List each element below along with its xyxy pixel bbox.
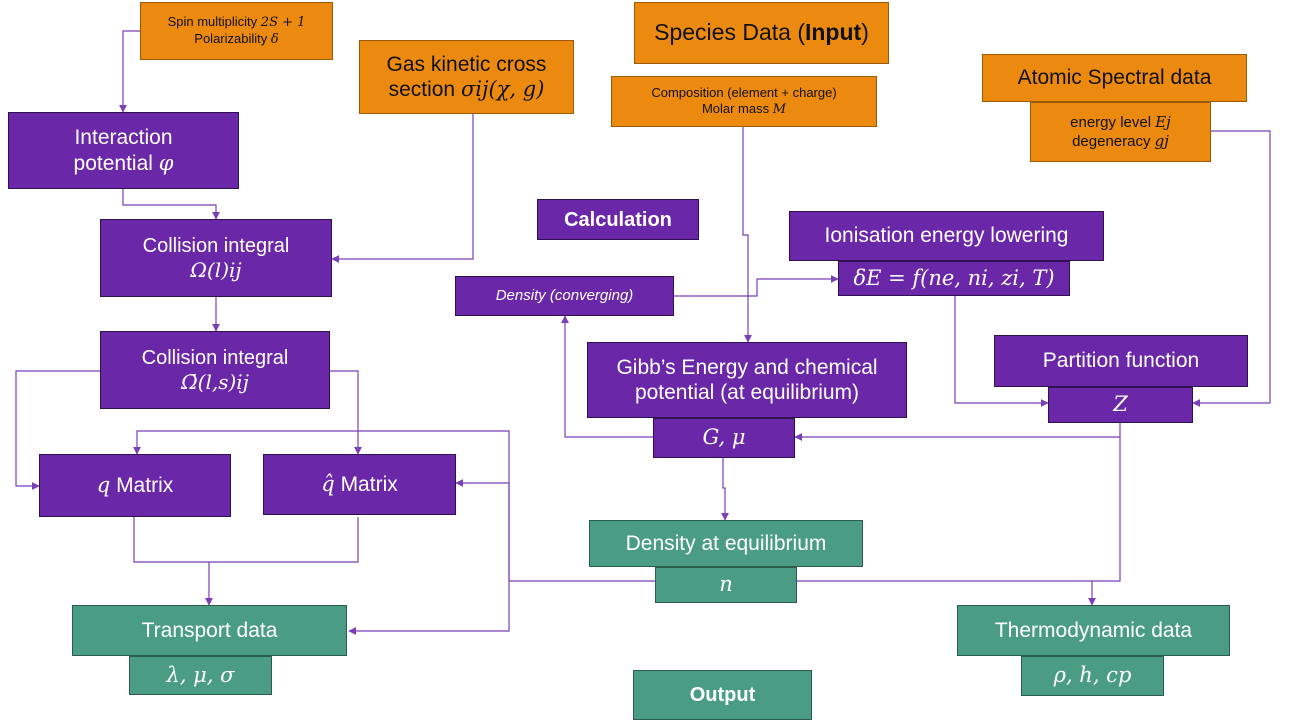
qhat-matrix-box: q̂ Matrix — [263, 454, 456, 515]
phi-symbol: φ — [158, 150, 174, 175]
transport-symbols-box: λ, μ, σ — [129, 656, 272, 695]
gas-kinetic-cross-section-box: Gas kinetic cross section σij(χ, g) — [359, 40, 574, 114]
collision-integral-box: Collision integral Ω(l)ij — [100, 219, 332, 297]
z-symbol: Z — [1113, 392, 1128, 417]
degeneracy-label: degeneracy — [1072, 133, 1151, 150]
arrow-density-conv-to-deltaE — [674, 275, 839, 297]
density-converging-box: Density (converging) — [455, 276, 674, 316]
molar-mass-label: Molar mass — [701, 101, 770, 116]
arrow-deltaE-to-Z — [954, 296, 1049, 407]
g-mu-box: G, μ — [653, 418, 795, 458]
species-title-input: Input — [804, 19, 862, 46]
thermo-title: Thermodynamic data — [994, 618, 1193, 642]
gas-kinetic-title: Gas kinetic cross — [386, 52, 547, 76]
transport-symbols: λ, μ, σ — [166, 662, 235, 687]
atomic-spectral-title: Atomic Spectral data — [1017, 66, 1212, 90]
calculation-label-box: Calculation — [537, 199, 699, 240]
spin-symbol: 2S + 1 — [260, 15, 306, 31]
n-symbol: n — [719, 572, 733, 597]
gibbs-energy-box: Gibb’s Energy and chemical potential (at… — [587, 342, 907, 418]
species-data-box: Species Data (Input) — [634, 2, 889, 64]
transport-data-box: Transport data — [72, 605, 347, 656]
arrow-Z-to-gibbs — [794, 423, 1121, 441]
partition-title: Partition function — [1042, 349, 1200, 373]
delta-e-box: δE = f(ne, ni, zi, T) — [838, 261, 1070, 296]
omega-symbol: Ω(l)ij — [190, 258, 242, 282]
output-label: Output — [689, 684, 756, 706]
sigma-symbol: σij(χ, g) — [460, 77, 545, 101]
ionisation-title: Ionisation energy lowering — [824, 224, 1069, 248]
partition-function-box: Partition function — [994, 335, 1248, 387]
ionisation-box: Ionisation energy lowering — [789, 211, 1104, 261]
output-label-box: Output — [633, 670, 812, 720]
density-converging-label: Density (converging) — [495, 287, 634, 304]
interaction-label: Interaction — [74, 126, 173, 150]
gibbs-line1: Gibb’s Energy and chemical — [616, 355, 878, 379]
qhat-symbol: q̂ — [321, 471, 335, 496]
q-symbol: q — [96, 472, 111, 497]
degeneracy-symbol: gj — [1154, 132, 1169, 150]
energy-level-box: energy level Ej degeneracy gj — [1030, 102, 1211, 162]
n-box: n — [655, 567, 797, 603]
q-matrix-label: Matrix — [116, 473, 174, 497]
section-label: section — [388, 78, 456, 101]
density-equilibrium-title: Density at equilibrium — [625, 531, 827, 555]
arrow-collision2-to-qhat — [330, 370, 362, 455]
arrow-gas-to-collision1 — [331, 114, 474, 263]
composition-label: Composition (element + charge) — [651, 85, 837, 101]
arrow-bus-to-thermo — [1088, 437, 1121, 606]
atomic-spectral-box: Atomic Spectral data — [982, 54, 1247, 102]
arrow-interaction-to-collision1 — [122, 189, 220, 220]
line-q-merge — [133, 517, 359, 563]
spin-label: Spin multiplicity — [167, 14, 258, 30]
composition-box: Composition (element + charge) Molar mas… — [611, 76, 877, 127]
calculation-label: Calculation — [564, 208, 672, 231]
energy-level-symbol: Ej — [1155, 113, 1171, 131]
g-mu-symbols: G, μ — [702, 425, 746, 450]
species-title-suffix: ) — [861, 19, 869, 46]
arrow-composition-to-gibbs — [742, 127, 752, 343]
interaction-potential-box: Interaction potential φ — [8, 112, 239, 189]
species-title-prefix: Species Data ( — [654, 19, 805, 46]
transport-title: Transport data — [141, 618, 278, 642]
arrow-gibbs-to-density-conv — [561, 315, 653, 438]
omega-bar-symbol: Ω̄(l,s)ij — [181, 370, 249, 394]
thermodynamic-data-box: Thermodynamic data — [957, 605, 1230, 656]
delta-e-formula: δE = f(ne, ni, zi, T) — [853, 265, 1055, 290]
collision-integral-bar-label: Collision integral — [141, 347, 289, 369]
thermo-symbols: ρ, h, cp — [1053, 663, 1132, 688]
arrow-gibbs-to-density-eq — [721, 458, 729, 521]
spin-multiplicity-box: Spin multiplicity 2S + 1 Polarizability … — [140, 2, 333, 60]
qhat-matrix-label: Matrix — [340, 472, 398, 496]
z-box: Z — [1048, 387, 1193, 423]
thermo-symbols-box: ρ, h, cp — [1021, 656, 1164, 696]
arrow-spin-to-interaction — [119, 30, 140, 113]
gibbs-line2: potential (at equilibrium) — [634, 381, 860, 404]
arrow-bus-to-transport — [348, 483, 510, 635]
molar-mass-symbol: M — [772, 102, 787, 117]
density-equilibrium-box: Density at equilibrium — [589, 520, 863, 567]
collision-integral-label: Collision integral — [142, 235, 290, 257]
polarizability-symbol: δ — [270, 32, 279, 47]
q-matrix-box: q Matrix — [39, 454, 231, 517]
potential-label: potential — [73, 151, 153, 175]
arrow-collision2-to-q — [15, 370, 100, 490]
collision-integral-bar-box: Collision integral Ω̄(l,s)ij — [100, 331, 330, 409]
polarizability-label: Polarizability — [194, 31, 268, 46]
energy-level-label: energy level — [1070, 114, 1152, 131]
arrow-spectral-to-Z — [1192, 130, 1271, 407]
